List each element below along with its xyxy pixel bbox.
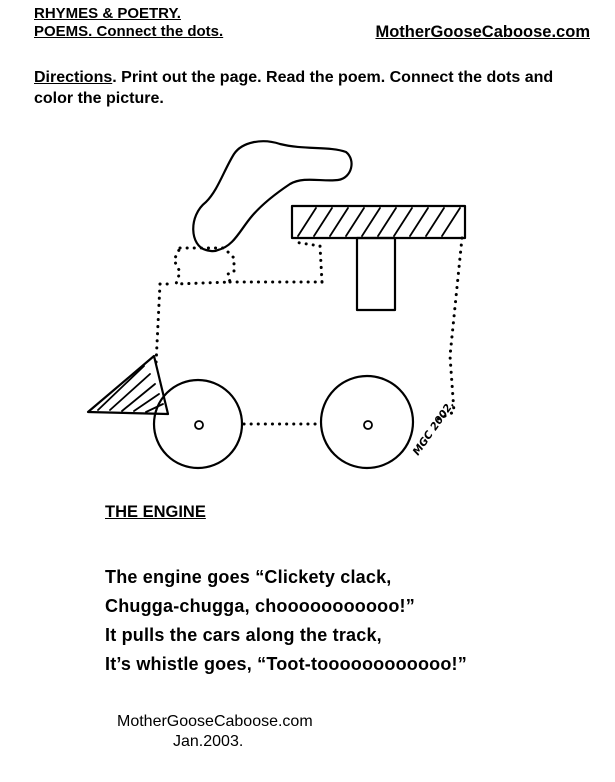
credit-site: MotherGooseCaboose.com <box>117 713 313 730</box>
rear-wheel <box>319 374 415 470</box>
smoke-cloud <box>192 140 353 253</box>
dotted-body-outline <box>154 236 464 426</box>
dotted-smokestack <box>172 246 236 286</box>
front-wheel-hub <box>194 420 204 430</box>
poem-text: The engine goes “Clickety clack, Chugga-… <box>105 563 467 679</box>
front-wheel <box>152 378 244 470</box>
credit-date: Jan.2003. <box>173 733 244 750</box>
cow-catcher <box>86 354 170 416</box>
site-name: MotherGooseCaboose.com <box>375 23 590 41</box>
subheading: POEMS. Connect the dots. <box>34 23 224 40</box>
rear-wheel-hub <box>363 420 373 430</box>
cab-roof-hatching <box>297 207 461 237</box>
poem-title: THE ENGINE <box>105 503 206 521</box>
poem-line: The engine goes “Clickety clack, <box>105 567 392 587</box>
subheading-row: POEMS. Connect the dots. MotherGooseCabo… <box>34 23 590 41</box>
cab-window <box>355 236 397 312</box>
cow-catcher-stripes <box>97 365 164 413</box>
section-heading: RHYMES & POETRY. <box>34 5 181 22</box>
train-engine-picture: MGC 2002. <box>86 140 467 470</box>
directions: Directions. Print out the page. Read the… <box>34 67 594 109</box>
directions-label: Directions <box>34 69 113 86</box>
directions-text: . Print out the page. Read the poem. Con… <box>34 69 554 107</box>
poem-line: Chugga-chugga, chooooooooooo!” <box>105 596 415 616</box>
artist-signature: MGC 2002. <box>411 399 457 458</box>
poem-line: It pulls the cars along the track, <box>105 625 382 645</box>
credit-block: MotherGooseCaboose.com Jan.2003. <box>117 712 313 752</box>
poem-line: It’s whistle goes, “Toot-toooooooooooo!” <box>105 654 467 674</box>
